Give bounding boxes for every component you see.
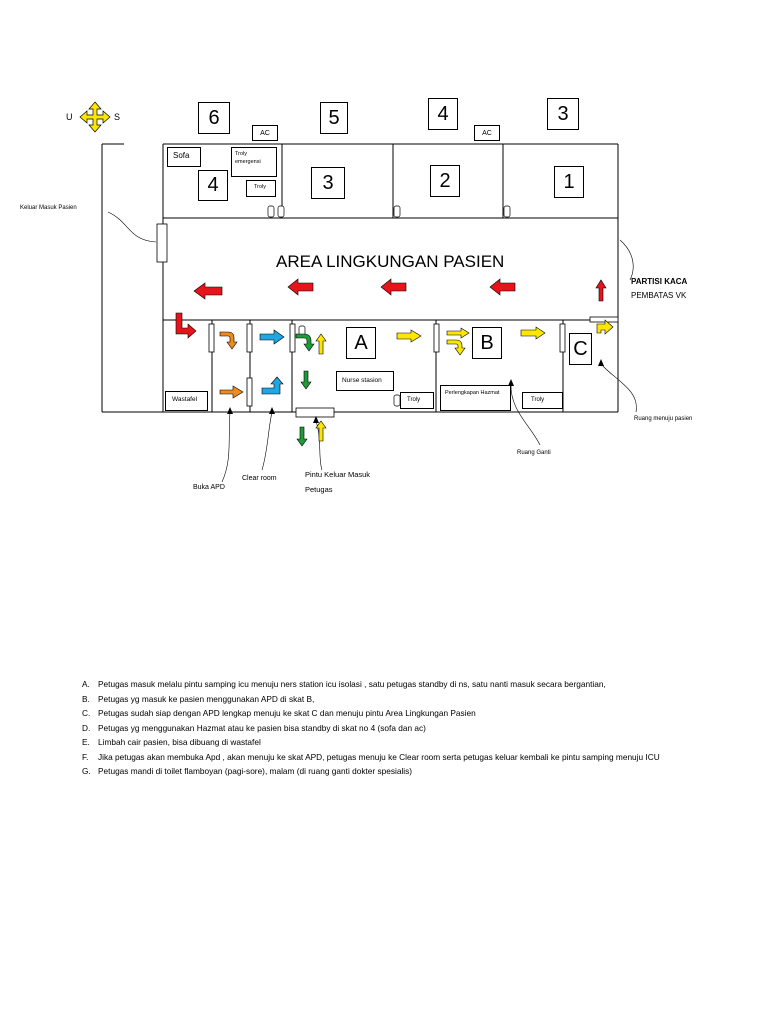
callout-ruang-menuju-pasien: Ruang menuju pasien	[634, 416, 693, 422]
ac-unit-1: AC	[252, 125, 278, 141]
callout-ruang-ganti: Ruang Ganti	[517, 450, 551, 456]
label-3-top: 3	[547, 98, 579, 130]
troly-box-2: Troly	[522, 392, 563, 409]
note-item: F.Jika petugas akan membuka Apd , akan m…	[82, 751, 660, 762]
note-item: B.Petugas yg masuk ke pasien menggunakan…	[82, 693, 315, 704]
callout-keluar-masuk-pasien: Keluar Masuk Pasien	[20, 205, 77, 211]
label-4-top: 4	[428, 98, 458, 130]
partition-label-2: PEMBATAS VK	[631, 291, 687, 300]
area-title: AREA LINGKUNGAN PASIEN	[276, 252, 505, 271]
compass-icon	[79, 101, 111, 133]
partition-label-1: PARTISI KACA	[631, 277, 688, 286]
skat-b: B	[472, 327, 502, 359]
callout-pintu-keluar-2: Petugas	[305, 485, 333, 494]
note-item: C.Petugas sudah siap dengan APD lengkap …	[82, 708, 476, 718]
troly-emergensi-box: Troly emergensi	[231, 147, 277, 177]
note-item: E.Limbah cair pasien, bisa dibuang di wa…	[82, 737, 261, 747]
wastafel-box: Wastafel	[165, 391, 208, 411]
nurse-station-box: Nurse stasion	[336, 371, 394, 391]
perlengkapan-hazmat-box: Perlengkapan Hazmat	[440, 385, 511, 411]
troly-box-1: Troly	[400, 392, 434, 409]
callout-buka-apd: Buka APD	[193, 484, 225, 491]
troly-small-box: Troly	[246, 180, 276, 197]
room-2: 2	[430, 165, 460, 197]
skat-c: C	[569, 333, 592, 365]
note-item: A.Petugas masuk melalu pintu samping icu…	[82, 679, 606, 689]
ac-unit-2: AC	[474, 125, 500, 141]
label-6: 6	[198, 102, 230, 134]
label-5: 5	[320, 102, 348, 134]
sofa-box: Sofa	[167, 147, 201, 167]
note-item: D.Petugas yg menggunakan Hazmat atau ke …	[82, 722, 426, 733]
room-4: 4	[198, 170, 228, 201]
skat-a: A	[346, 327, 376, 359]
callout-clear-room: Clear room	[242, 475, 277, 482]
notes-list: A.Petugas masuk melalu pintu samping icu…	[82, 677, 722, 779]
red-arrows	[175, 278, 607, 339]
room-3: 3	[311, 167, 345, 199]
compass-label-s: S	[114, 112, 121, 122]
compass-label-u: U	[66, 112, 73, 122]
room-1: 1	[554, 166, 584, 198]
note-item: G.Petugas mandi di toilet flamboyan (pag…	[82, 766, 413, 776]
callout-pintu-keluar-1: Pintu Keluar Masuk	[305, 470, 371, 479]
